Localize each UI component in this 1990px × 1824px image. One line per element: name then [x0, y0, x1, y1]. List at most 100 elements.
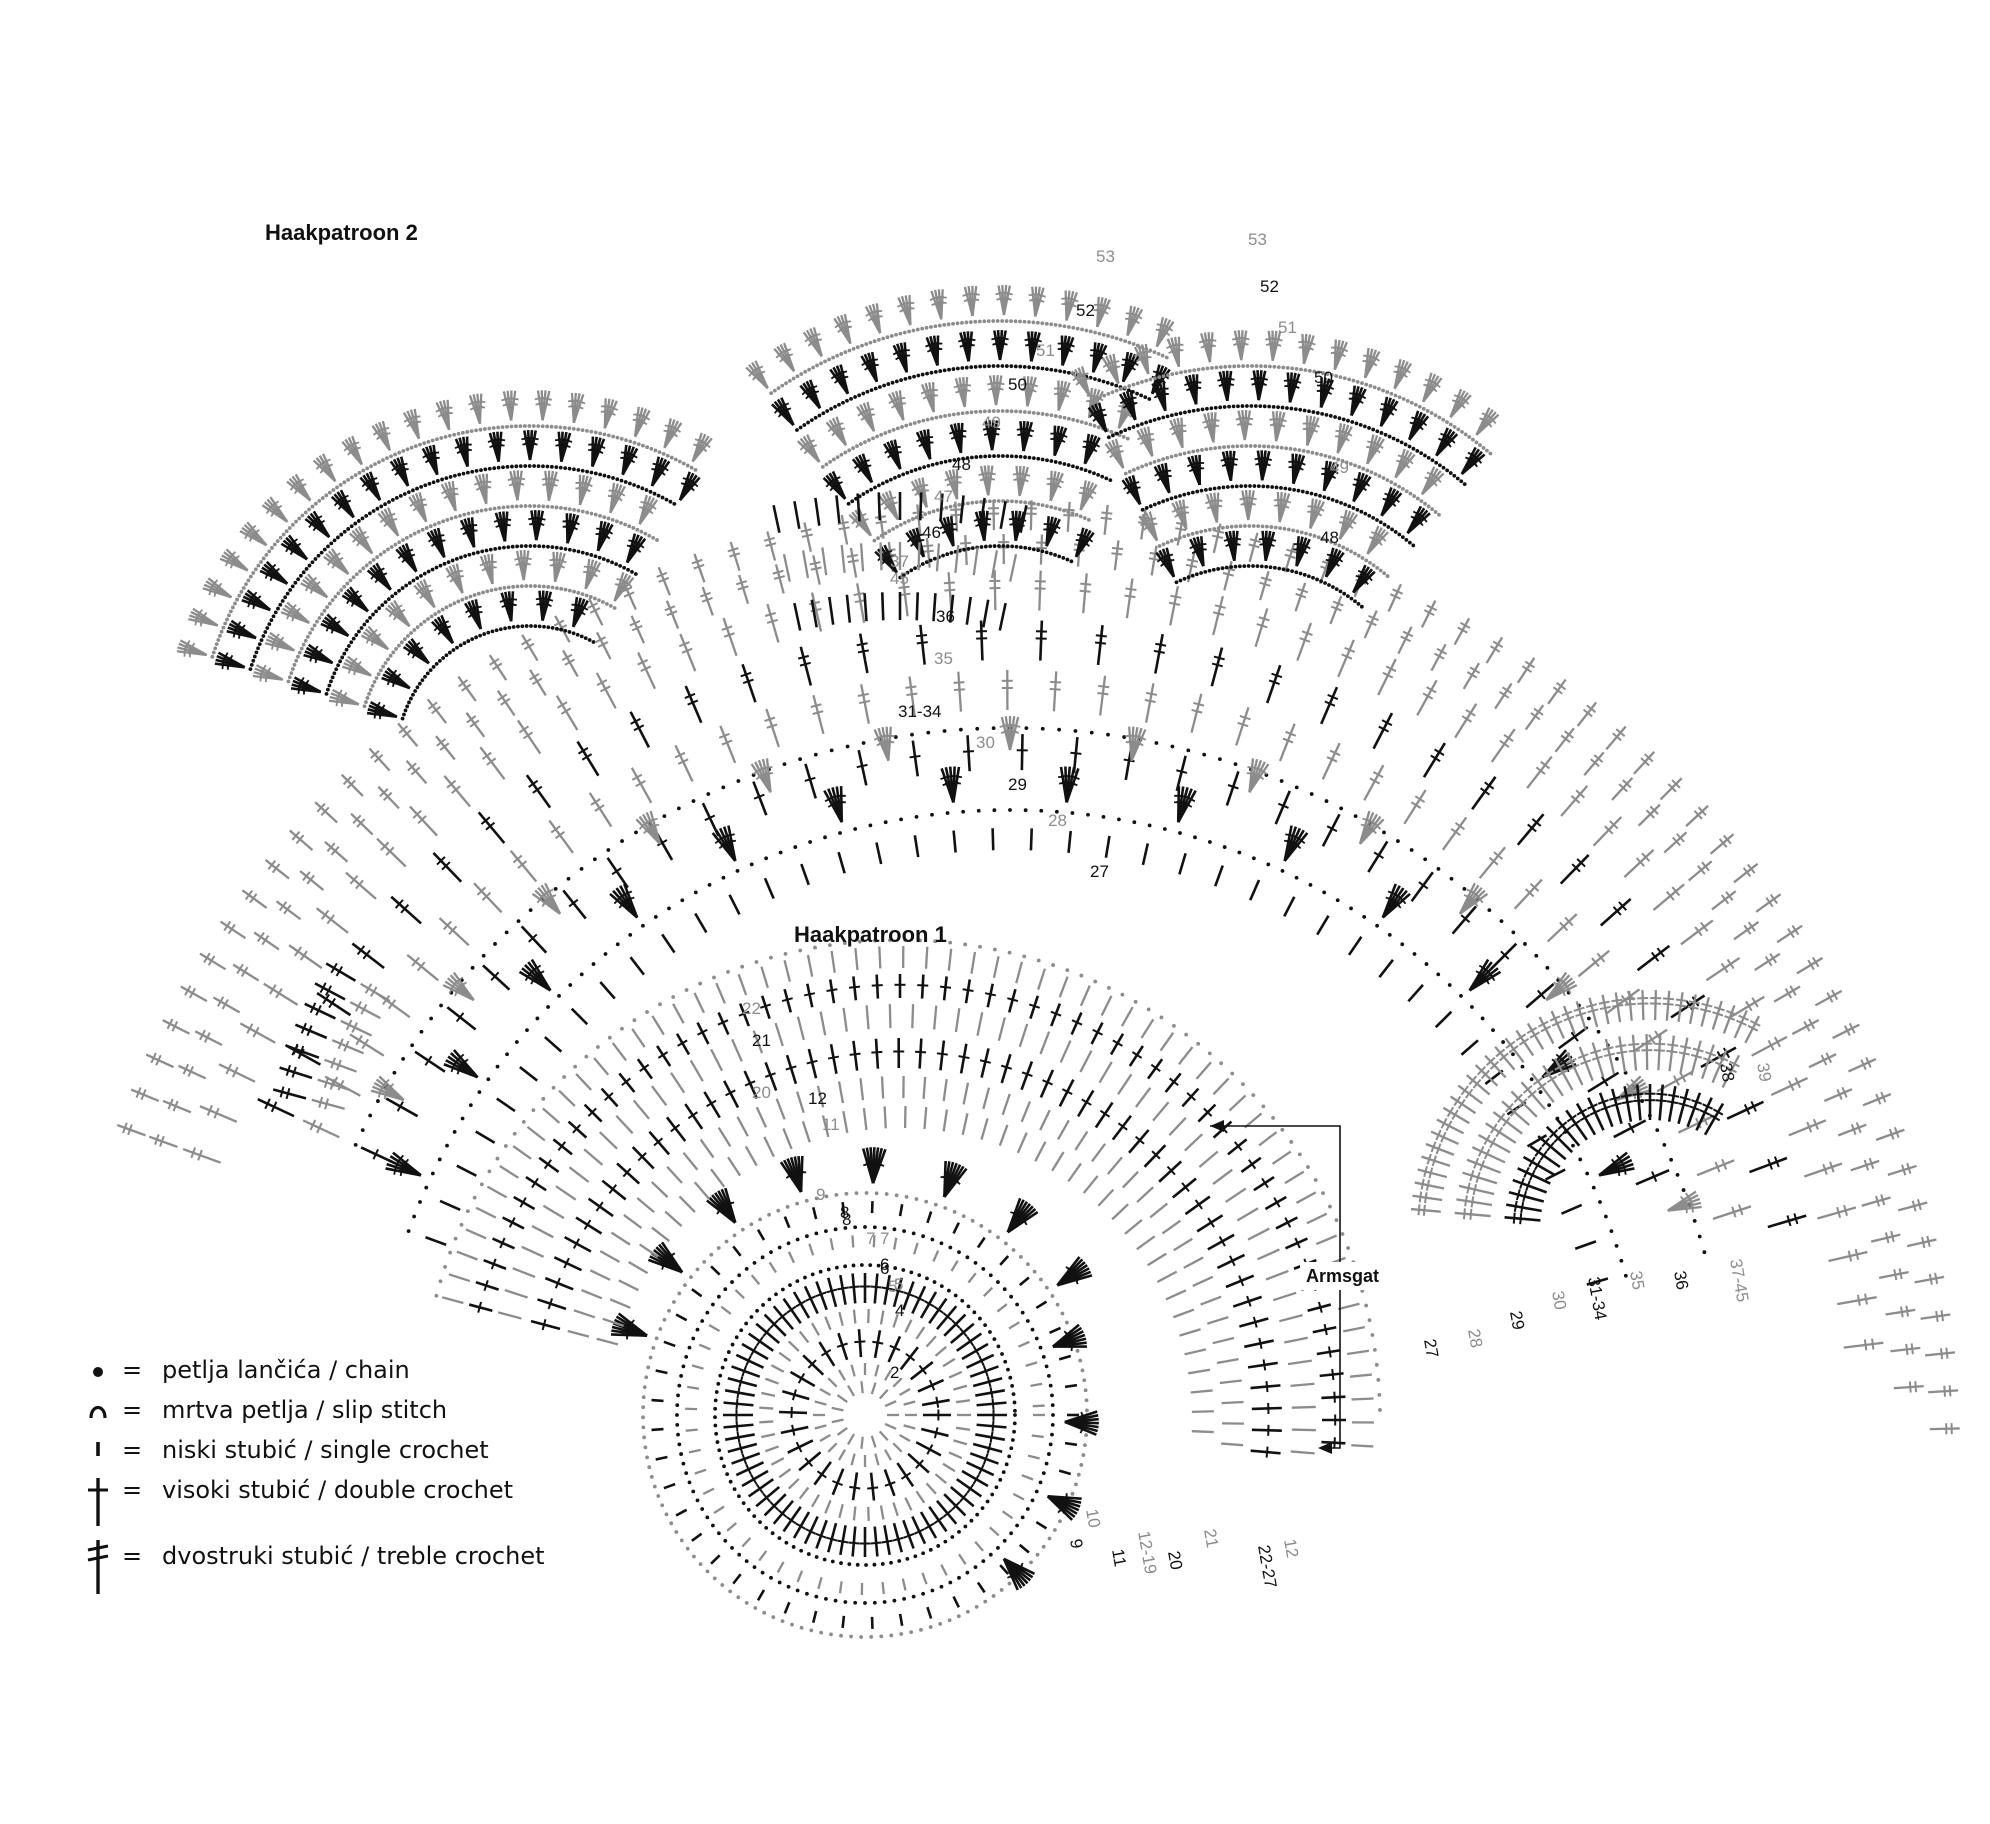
- chain-mark: [1334, 587, 1339, 592]
- tr-mark: [1079, 573, 1092, 614]
- chain-mark: [769, 391, 774, 396]
- tr-mark: [1190, 693, 1205, 733]
- chain-mark: [411, 578, 416, 583]
- chain-mark: [320, 612, 324, 617]
- chain-mark: [367, 691, 371, 696]
- chain-mark: [1455, 476, 1460, 481]
- chain-mark: [1262, 404, 1267, 409]
- dc-mark: [752, 781, 768, 816]
- chain-mark: [1407, 444, 1412, 449]
- chain-mark: [741, 1501, 746, 1506]
- fan-cluster: [905, 527, 926, 558]
- sc-mark: [663, 1340, 676, 1348]
- chain-mark: [1404, 489, 1409, 494]
- chain-mark: [1078, 1358, 1083, 1363]
- dc-mark: [803, 983, 816, 1008]
- chain-mark: [413, 444, 418, 449]
- fan-cluster: [887, 390, 907, 421]
- chain-mark: [713, 1398, 718, 1403]
- sc-mark: [1064, 1383, 1078, 1389]
- fan-cluster: [549, 551, 567, 583]
- tr-mark: [1808, 1052, 1837, 1069]
- sc-mark: [761, 1433, 776, 1439]
- chain-mark: [902, 1229, 906, 1234]
- dc-mark: [1050, 1003, 1062, 1027]
- dc-mark: [1240, 1156, 1262, 1174]
- chain-mark: [1462, 482, 1467, 487]
- chain-mark: [1174, 371, 1179, 376]
- chain-mark: [346, 527, 351, 531]
- chain-mark: [968, 320, 973, 324]
- chain-mark: [1246, 564, 1251, 568]
- chain-mark: [1534, 953, 1539, 958]
- chain-mark: [641, 1405, 646, 1410]
- chain-mark: [825, 409, 830, 413]
- chain-mark: [635, 527, 640, 532]
- chain-mark: [1050, 1294, 1055, 1298]
- chain-mark: [368, 1113, 373, 1118]
- chain-mark: [927, 510, 932, 515]
- tr-mark: [1585, 997, 1599, 1028]
- chain-mark: [1281, 365, 1286, 370]
- sc-mark: [691, 1532, 703, 1542]
- chain-mark: [1280, 405, 1285, 410]
- tr-mark: [740, 663, 757, 703]
- round-number: 37-45: [1726, 1257, 1752, 1303]
- chain-mark: [1367, 426, 1371, 430]
- chain-mark: [965, 1570, 970, 1575]
- chain-mark: [988, 1330, 992, 1334]
- chain-mark: [711, 1302, 715, 1307]
- chain-mark: [292, 662, 297, 667]
- fan-cluster: [771, 397, 795, 427]
- chain-mark: [651, 1345, 656, 1350]
- chain-mark: [1229, 565, 1234, 569]
- stitch-ring: [425, 828, 1609, 1286]
- chain-mark: [1456, 427, 1461, 432]
- fan-cluster: [1246, 758, 1270, 793]
- dc-mark: [502, 1216, 525, 1230]
- chain-mark: [532, 504, 537, 508]
- chain-mark: [1289, 406, 1294, 411]
- chain-mark: [567, 466, 572, 471]
- sc-mark: [1064, 1441, 1078, 1447]
- fan-cluster: [342, 655, 372, 677]
- dc-mark: [962, 979, 974, 1004]
- sc-mark: [710, 1554, 721, 1565]
- chain-mark: [939, 1584, 944, 1589]
- dc-mark: [741, 1469, 769, 1488]
- chain-mark: [998, 1477, 1003, 1482]
- chain-mark: [732, 1487, 737, 1491]
- chain-mark: [899, 817, 903, 822]
- chain-mark: [941, 553, 945, 558]
- chain-mark: [424, 526, 429, 530]
- tr-mark: [1397, 626, 1414, 655]
- tr-mark: [1168, 585, 1182, 626]
- chain-mark: [1292, 487, 1297, 492]
- dc-mark: [928, 1505, 948, 1533]
- chain-mark: [491, 426, 496, 430]
- chain-mark: [965, 1255, 970, 1260]
- chain-mark: [456, 599, 461, 604]
- chain-mark: [497, 546, 502, 551]
- tr-mark: [699, 586, 714, 616]
- chain-mark: [1049, 505, 1054, 509]
- chain-mark: [324, 691, 329, 696]
- tr-mark: [325, 962, 357, 982]
- chain-mark: [1386, 525, 1391, 529]
- fan-cluster: [534, 390, 553, 421]
- chain-mark: [1441, 465, 1446, 470]
- chain-mark: [298, 573, 303, 578]
- chain-mark: [903, 938, 907, 942]
- chain-mark: [402, 492, 407, 496]
- chain-mark: [1234, 484, 1239, 489]
- chain-mark: [656, 1494, 661, 1498]
- chain-mark: [1249, 404, 1254, 408]
- chain-mark: [1702, 1250, 1707, 1255]
- chain-mark: [360, 516, 365, 521]
- chain-mark: [662, 814, 667, 818]
- sc-mark: [911, 1004, 915, 1029]
- chain-mark: [1273, 525, 1278, 530]
- chain-mark: [495, 1064, 500, 1069]
- chain-mark: [542, 624, 546, 629]
- chain-mark: [1299, 530, 1304, 535]
